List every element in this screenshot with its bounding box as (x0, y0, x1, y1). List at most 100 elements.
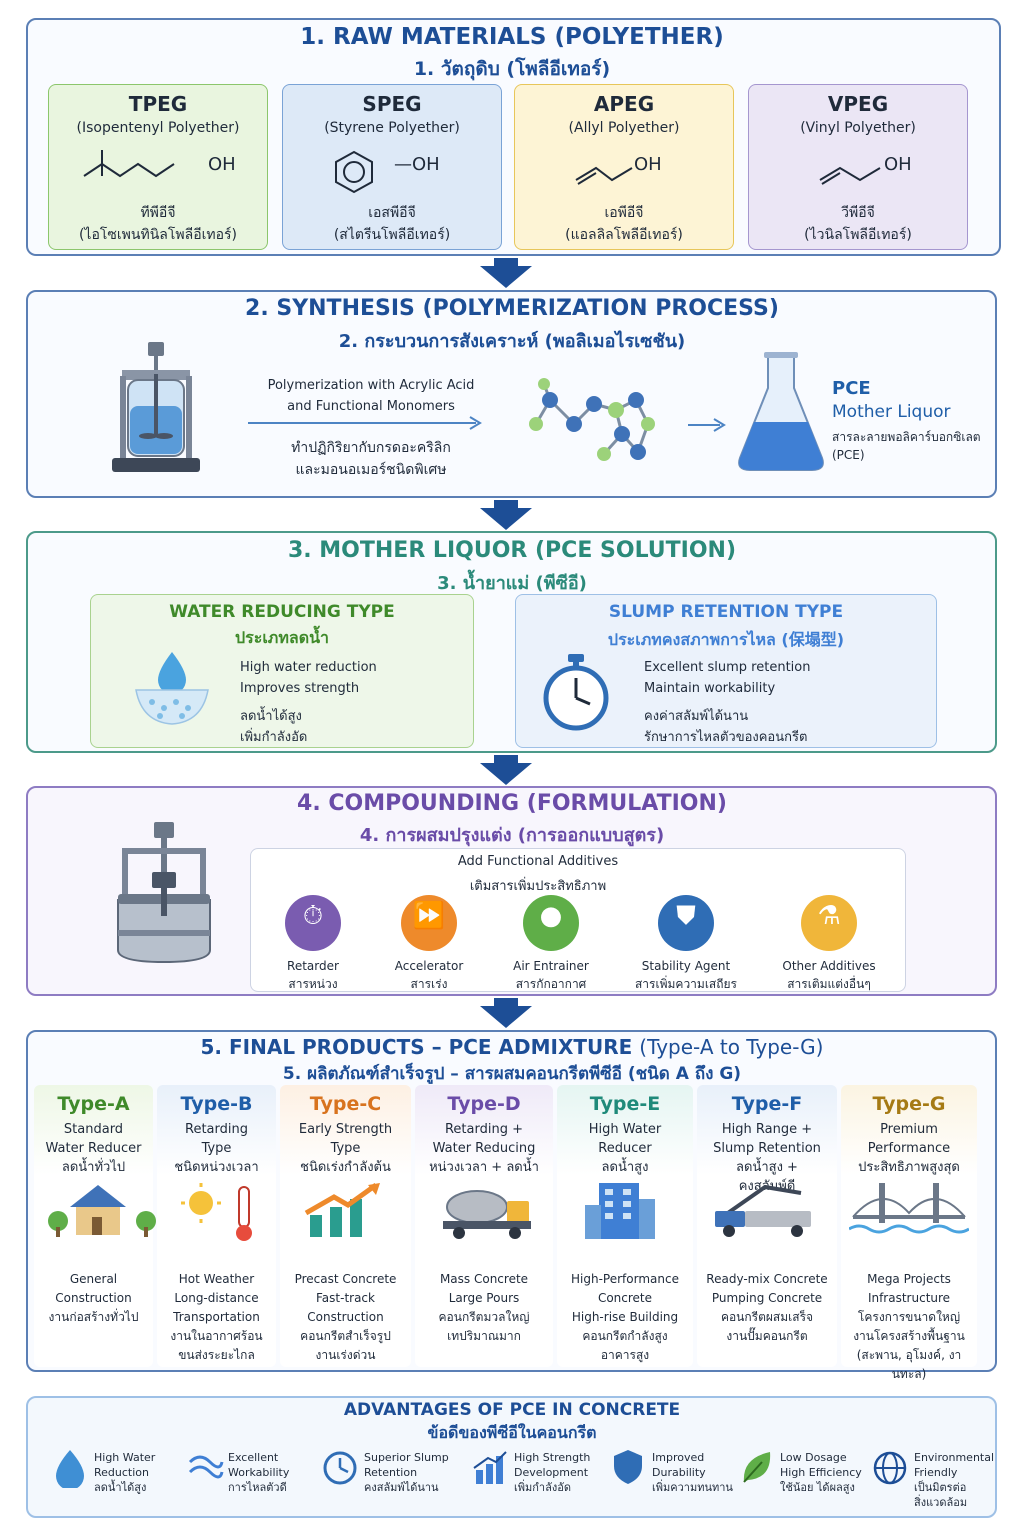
raw-material-thai-2: (ไวนิลโพลีอีเทอร์) (804, 227, 912, 243)
raw-material-name: (Vinyl Polyether) (800, 120, 916, 136)
slump-retention-line-3: คงค่าสลัมพ์ได้นาน (644, 709, 749, 724)
additive-other-additives: ⚗ Other Additives สารเติมแต่งอื่นๆ (769, 895, 889, 993)
molecule-icon (529, 378, 655, 461)
shield-icon (614, 1450, 642, 1484)
additive-label-th: สารเติมแต่งอื่นๆ (787, 977, 871, 991)
beaker-icon: ⚗ (801, 895, 857, 951)
process-th-1: ทำปฏิกิริยากับกรดอะคริลิก (291, 440, 451, 456)
raw-material-abbr: TPEG (128, 92, 188, 116)
leaf-icon (743, 1452, 771, 1483)
water-drop-icon (56, 1450, 84, 1488)
raw-material-name: (Styrene Polyether) (324, 120, 460, 136)
water-reducing-line-2: Improves strength (240, 681, 360, 696)
additive-label-en: Other Additives (782, 959, 876, 973)
raw-material-name: (Isopentenyl Polyether) (76, 120, 240, 136)
additive-label-en: Accelerator (394, 959, 464, 973)
raw-material-name: (Allyl Polyether) (568, 120, 680, 136)
structure-icon (335, 150, 373, 194)
raw-material-card-tpeg (48, 84, 268, 250)
hydroxyl-label: OH (634, 154, 662, 175)
reactor-icon (112, 342, 200, 472)
product-type-name: Type-A (57, 1093, 130, 1115)
flow-arrow-1 (480, 266, 532, 288)
bar-chart-icon (473, 1451, 507, 1484)
section3-title-th: 3. น้ำยาแม่ (พีซีอี) (437, 573, 587, 594)
high-rise-icon (585, 1183, 655, 1239)
clock-icon (323, 1451, 357, 1485)
product-type-name: Type-D (447, 1093, 521, 1115)
raw-material-thai-2: (สไตรีนโพลีอีเทอร์) (333, 227, 451, 243)
sun-thermometer-icon (181, 1183, 252, 1241)
product-th-1: สารละลายพอลิคาร์บอกซิเลต (832, 430, 981, 444)
stopwatch-icon (543, 654, 609, 731)
hydroxyl-label: OH (208, 154, 236, 175)
product-type-name: Type-G (872, 1093, 946, 1115)
pump-truck-icon (715, 1184, 811, 1237)
additive-label-th: สารเพิ่มความเสถียร (634, 977, 737, 991)
section5-title-sub: (Type-A to Type-G) (639, 1035, 824, 1059)
raw-material-thai-1: เอพีอีจี (604, 205, 644, 221)
fast-forward-icon: ⏩ (401, 895, 457, 951)
bridge-icon (849, 1183, 969, 1234)
advantages-panel (26, 1396, 997, 1518)
raw-material-thai-1: ทีพีอีจี (140, 205, 176, 221)
product-type-name: Type-C (309, 1093, 382, 1115)
slump-retention-line-1: Excellent slump retention (644, 660, 811, 675)
water-reducing-line-1: High water reduction (240, 660, 377, 675)
stopwatch-icon: ⏱ (285, 895, 341, 951)
raw-material-abbr: VPEG (827, 92, 889, 116)
flow-icon (188, 1455, 224, 1479)
additives-title-th: เติมสารเพิ่มประสิทธิภาพ (469, 879, 607, 894)
slump-retention-title-en: SLUMP RETENTION TYPE (608, 602, 844, 622)
section4-title-en: 4. COMPOUNDING (FORMULATION) (297, 791, 727, 816)
shield-icon: ⛊ (658, 895, 714, 951)
product-name-1: PCE (832, 378, 871, 399)
advantages-title-th: ข้อดีของพีซีอีในคอนกรีต (427, 1423, 597, 1442)
raw-material-thai-1: วีพีอีจี (841, 205, 875, 221)
raw-material-card-apeg (514, 84, 734, 250)
additive-label-en: Retarder (287, 959, 339, 973)
slump-retention-line-2: Maintain workability (644, 681, 776, 696)
product-type-name: Type-E (589, 1093, 661, 1115)
mixer-tank-icon (117, 822, 211, 964)
section5-title-en: 5. FINAL PRODUCTS – PCE ADMIXTURE (Type-… (0, 1035, 1024, 1059)
section2-title-th: 2. กระบวนการสังเคราะห์ (พอลิเมอไรเซชัน) (338, 331, 686, 352)
additive-label-th: สารกักอากาศ (515, 977, 587, 991)
hydroxyl-label: —OH (394, 154, 440, 175)
product-type-name: Type-F (731, 1093, 803, 1115)
water-reducing-line-4: เพิ่มกำลังอัด (240, 730, 308, 745)
product-th-2: (PCE) (832, 448, 865, 462)
section2-title-en: 2. SYNTHESIS (POLYMERIZATION PROCESS) (245, 296, 779, 321)
flow-arrow-2 (480, 508, 532, 530)
flask-icon (738, 352, 824, 471)
additive-label-th: สารหน่วง (288, 977, 338, 991)
section1-title-en: 1. RAW MATERIALS (POLYETHER) (300, 24, 724, 50)
raw-material-abbr: SPEG (362, 92, 422, 116)
structure-icon (819, 166, 881, 185)
water-reducing-title-th: ประเภทลดน้ำ (234, 628, 330, 647)
process-en-1: Polymerization with Acrylic Acid (267, 378, 475, 393)
